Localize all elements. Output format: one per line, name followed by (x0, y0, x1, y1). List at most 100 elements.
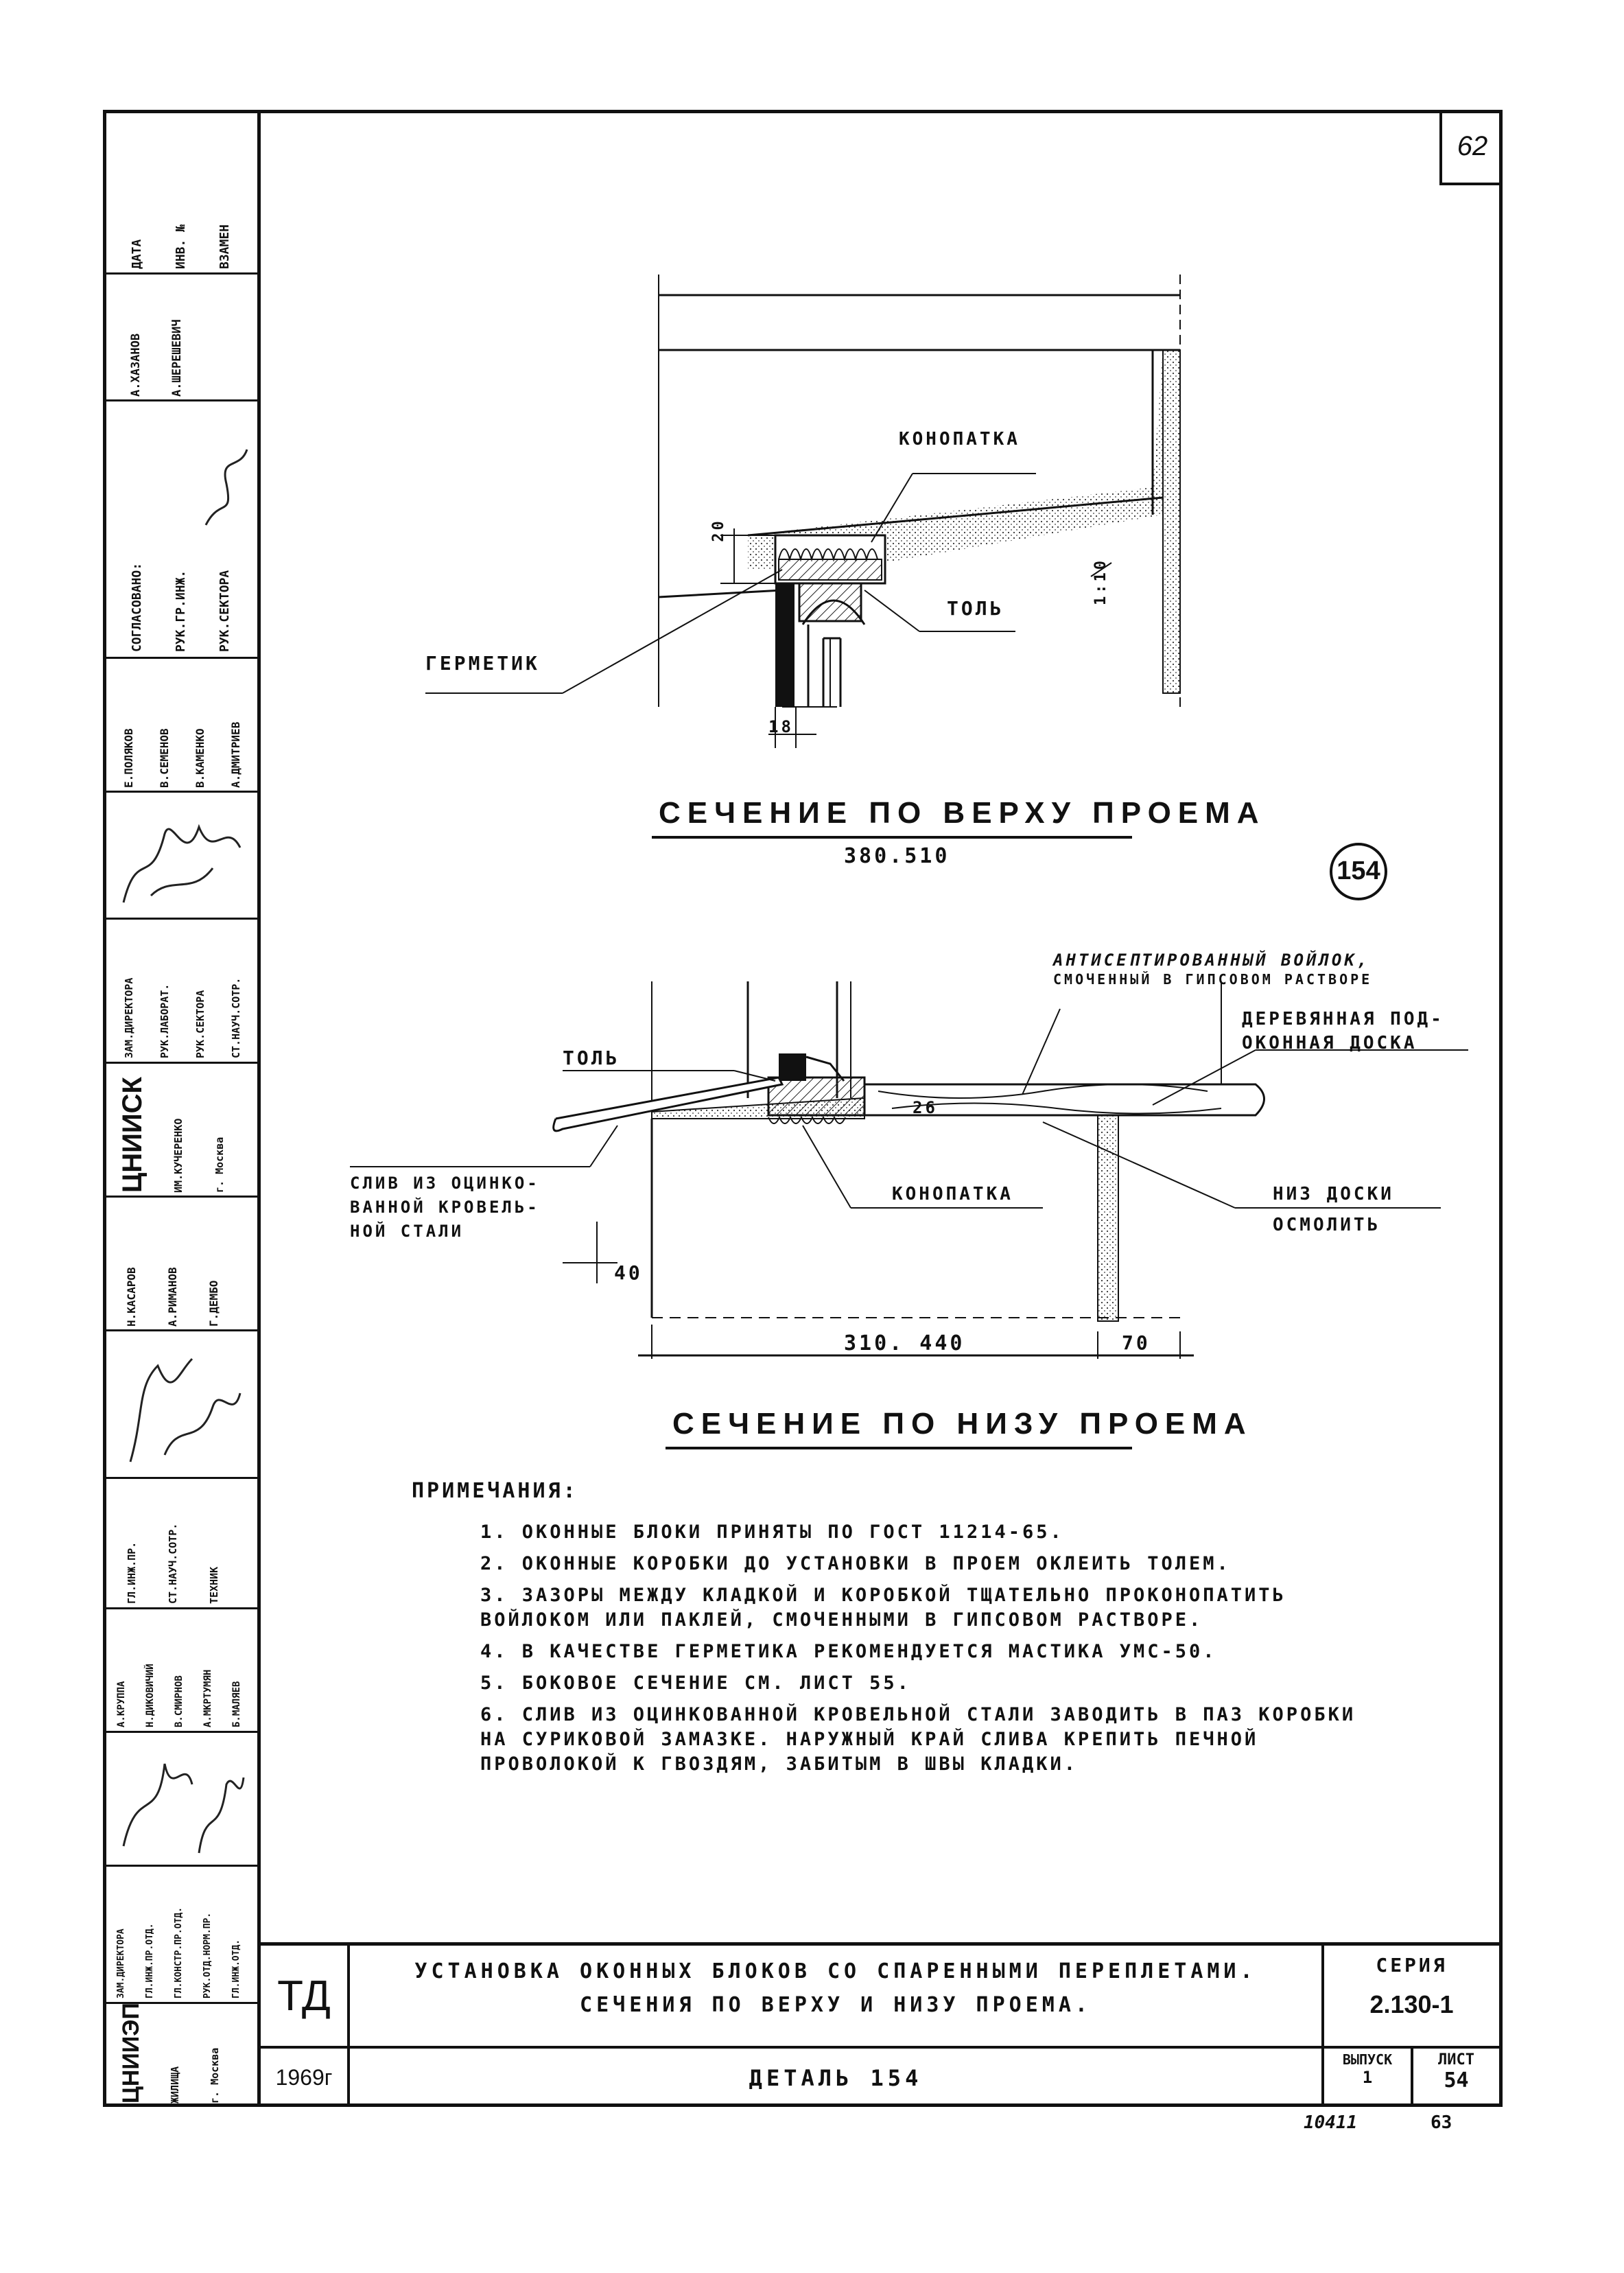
dim-70: 70 (1122, 1331, 1151, 1354)
stamp-row-signatures-3 (103, 1733, 257, 1867)
stamp-row-signatures-2 (103, 1331, 257, 1479)
title-block-seria: СЕРИЯ 2.130-1 (1324, 1946, 1499, 2049)
note-item: 1. ОКОННЫЕ БЛОКИ ПРИНЯТЫ ПО ГОСТ 11214-6… (480, 1522, 1064, 1543)
bottom-section-title: СЕЧЕНИЕ ПО НИЗУ ПРОЕМА (672, 1407, 1253, 1441)
stamp-line: ГЛ.ИНЖ.ПР. (126, 1541, 138, 1604)
label-board-line1: ДЕРЕВЯННАЯ ПОД- (1242, 1009, 1444, 1029)
bottom-section-drawing (350, 981, 1468, 1359)
stamp-line: РУК.ЛАБОРАТ. (158, 983, 171, 1058)
stamp-line: А.ХАЗАНОВ (129, 333, 143, 397)
stamp-line: А.РИМАНОВ (166, 1267, 179, 1327)
seria-label: СЕРИЯ (1376, 1954, 1448, 1977)
dim-bottom-width: 310. 440 (844, 1331, 965, 1355)
label-tol-top: ТОЛЬ (947, 597, 1004, 620)
stamp-line: СОГЛАСОВАНО: (130, 562, 144, 652)
detail-mark-circle (1330, 843, 1387, 900)
stamp-line: ТЕХНИК (208, 1566, 220, 1604)
list-value: 54 (1444, 2068, 1469, 2093)
label-antiseptic-line2: СМОЧЕННЫЙ В ГИПСОВОМ РАСТВОРЕ (1053, 971, 1373, 988)
title-block-year: 1969г (261, 2049, 350, 2107)
title-block-list: ЛИСТ 54 (1413, 2049, 1499, 2107)
seria-value: 2.130-1 (1369, 1990, 1454, 2018)
stamp-text: ЗАМ.ДИРЕКТОРА РУК.ЛАБОРАТ. РУК.СЕКТОРА С… (111, 978, 254, 1058)
signature-mark (122, 824, 242, 903)
vypusk-label: ВЫПУСК (1342, 2051, 1393, 2068)
stamp-text: ЦНИИЭП (108, 2004, 154, 2103)
dim-40: 40 (614, 1261, 643, 1284)
list-label: ЛИСТ (1438, 2051, 1474, 2068)
stamp-line: В.СЕМЕНОВ (158, 728, 171, 788)
label-sliv-line2: ВАННОЙ КРОВЕЛЬ- (350, 1198, 540, 1217)
page-number: 62 (1439, 110, 1503, 185)
drawing-sheet-frame (103, 110, 1503, 2107)
title-block-title: УСТАНОВКА ОКОННЫХ БЛОКОВ СО СПАРЕННЫМИ П… (350, 1946, 1324, 2049)
page-number-text: 62 (1457, 130, 1488, 161)
stamp-row-names-3: Н.КАСАРОВ А.РИМАНОВ Г.ДЕМБО (103, 1198, 257, 1331)
stamp-line: ДАТА (130, 239, 144, 269)
stamp-line: Б.МАЛЯЕВ (231, 1681, 242, 1727)
stamp-line: ГЛ.ИНЖ.ОТД. (231, 1939, 242, 1998)
stamp-text: ИМ.КУЧЕРЕНКО г. Москва (158, 1119, 240, 1193)
stamp-line: ЦНИИЭП (118, 2004, 144, 2103)
top-section-drawing (425, 275, 1181, 748)
notes-list: 1. ОКОННЫЕ БЛОКИ ПРИНЯТЫ ПО ГОСТ 11214-6… (480, 1520, 1372, 1784)
stamp-text: ЖИЛИЩА г. Москва (155, 2048, 235, 2103)
note-item: 2. ОКОННЫЕ КОРОБКИ ДО УСТАНОВКИ В ПРОЕМ … (480, 1553, 1231, 1574)
below-right-number: 63 (1431, 2112, 1452, 2133)
stamp-line: ИНВ. № (174, 224, 188, 269)
stamp-line: В.СМИРНОВ (174, 1675, 185, 1727)
stamp-line: ВЗАМЕН (217, 224, 232, 269)
stamp-line: Н.КАСАРОВ (125, 1267, 138, 1327)
title-block-td: ТД (261, 1946, 350, 2049)
stamp-line: ЖИЛИЩА (169, 2066, 181, 2103)
stamp-line: А.ШЕРЕШЕВИЧ (170, 319, 184, 397)
stamp-line: РУК.СЕКТОРА (217, 570, 232, 652)
stamp-row-date-inv: ДАТА ИНВ. № ВЗАМЕН (103, 110, 257, 275)
dim-26: 26 (913, 1098, 938, 1117)
top-section-title-underline (652, 836, 1132, 839)
note-item: 5. БОКОВОЕ СЕЧЕНИЕ СМ. ЛИСТ 55. (480, 1672, 911, 1694)
label-niz-line1: НИЗ ДОСКИ (1273, 1184, 1394, 1204)
stamp-line: г. Москва (209, 2047, 221, 2103)
label-konopatka-bottom: КОНОПАТКА (892, 1184, 1013, 1204)
dim-18: 18 (768, 717, 794, 736)
stamp-row-tsniiep: ЦНИИЭП ЖИЛИЩА г. Москва (103, 2004, 257, 2107)
stamp-row-names-1: А.ХАЗАНОВ А.ШЕРЕШЕВИЧ (103, 275, 257, 401)
label-tol-bottom: ТОЛЬ (563, 1047, 620, 1069)
stamp-line: СТ.НАУЧ.СОТР. (167, 1523, 179, 1604)
stamp-text: ЦНИИСК (108, 1077, 156, 1193)
stamp-text: СОГЛАСОВАНО: РУК.ГР.ИНЖ. РУК.СЕКТОРА (115, 563, 247, 652)
approval-stamp-strip: ДАТА ИНВ. № ВЗАМЕН А.ХАЗАНОВ А.ШЕРЕШЕВИЧ… (103, 110, 261, 2107)
stamp-line: Е.ПОЛЯКОВ (122, 728, 135, 788)
stamp-line: ЗАМ.ДИРЕКТОРА (123, 977, 135, 1058)
title-block: ТД 1969г УСТАНОВКА ОКОННЫХ БЛОКОВ СО СПА… (261, 1942, 1503, 2107)
vypusk-value: 1 (1362, 2068, 1373, 2087)
stamp-text: А.КРУППА Н.ДИКОВИЧИЙ В.СМИРНОВ А.МКРТУМЯ… (107, 1664, 251, 1727)
stamp-row-roles: ГЛ.ИНЖ.ПР. СТ.НАУЧ.СОТР. ТЕХНИК (103, 1479, 257, 1609)
signature-mark (122, 1763, 245, 1854)
label-niz-line2: ОСМОЛИТЬ (1273, 1215, 1381, 1235)
top-section-title: СЕЧЕНИЕ ПО ВЕРХУ ПРОЕМА (659, 796, 1266, 830)
label-antiseptic-line1: АНТИСЕПТИРОВАННЫЙ ВОЙЛОК, (1053, 951, 1370, 970)
stamp-line: СТ.НАУЧ.СОТР. (230, 977, 242, 1058)
stamp-text: Е.ПОЛЯКОВ В.СЕМЕНОВ В.КАМЕНКО А.ДМИТРИЕВ (111, 722, 254, 788)
notes-heading: ПРИМЕЧАНИЯ: (412, 1479, 578, 1503)
dim-slope: 1:10 (1092, 558, 1109, 605)
dim-20: 20 (709, 518, 727, 542)
stamp-line: РУК.ГР.ИНЖ. (174, 570, 188, 652)
top-dimension-width: 380.510 (844, 844, 950, 868)
stamp-row-names-4: А.КРУППА Н.ДИКОВИЧИЙ В.СМИРНОВ А.МКРТУМЯ… (103, 1609, 257, 1733)
stamp-line: А.ДМИТРИЕВ (229, 721, 242, 788)
note-item: 6. СЛИВ ИЗ ОЦИНКОВАННОЙ КРОВЕЛЬНОЙ СТАЛИ… (480, 1704, 1356, 1775)
detail-mark-number: 154 (1337, 856, 1380, 885)
title-block-vypusk: ВЫПУСК 1 (1324, 2049, 1413, 2107)
stamp-row-names-2: Е.ПОЛЯКОВ В.СЕМЕНОВ В.КАМЕНКО А.ДМИТРИЕВ (103, 659, 257, 793)
stamp-text: ДАТА ИНВ. № ВЗАМЕН (115, 224, 247, 269)
stamp-line: ГЛ.КОНСТР.ПР.ОТД. (174, 1907, 184, 1998)
bottom-section-title-underline (666, 1447, 1132, 1449)
signature-mark (204, 449, 248, 526)
stamp-row-agreed: СОГЛАСОВАНО: РУК.ГР.ИНЖ. РУК.СЕКТОРА (103, 401, 257, 659)
label-sliv-line1: СЛИВ ИЗ ОЦИНКО- (350, 1174, 540, 1193)
title-line-1: УСТАНОВКА ОКОННЫХ БЛОКОВ СО СПАРЕННЫМИ П… (414, 1959, 1257, 1983)
stamp-line: г. Москва (213, 1136, 226, 1193)
